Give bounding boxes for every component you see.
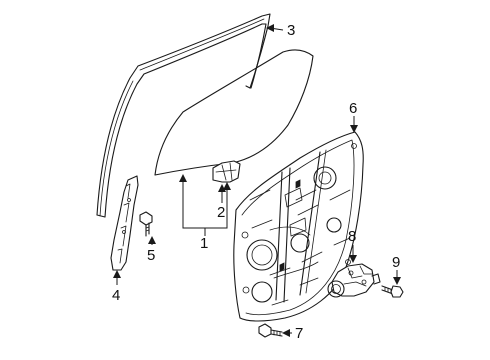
callout-2: 2 [217,204,225,221]
callout-5: 5 [147,247,155,264]
callout-8: 8 [348,228,356,245]
glass-run-channel [96,13,271,218]
door-glass [154,49,314,176]
callout-9: 9 [392,254,400,271]
glass-bracket [212,160,241,183]
bolt-7 [258,323,283,338]
window-regulator-panel [233,131,364,322]
callout-7: 7 [295,325,303,342]
bolt-5 [139,211,153,237]
frame-garnish [110,175,139,271]
regulator-motor [327,263,381,298]
callout-leaders [113,24,401,337]
callout-4: 4 [112,287,120,304]
callout-3: 3 [287,22,295,39]
callout-6: 6 [349,100,357,117]
callout-labels: 1 2 3 4 5 6 7 8 9 [112,22,400,342]
bolt-9 [381,285,404,298]
callout-1: 1 [200,235,208,252]
